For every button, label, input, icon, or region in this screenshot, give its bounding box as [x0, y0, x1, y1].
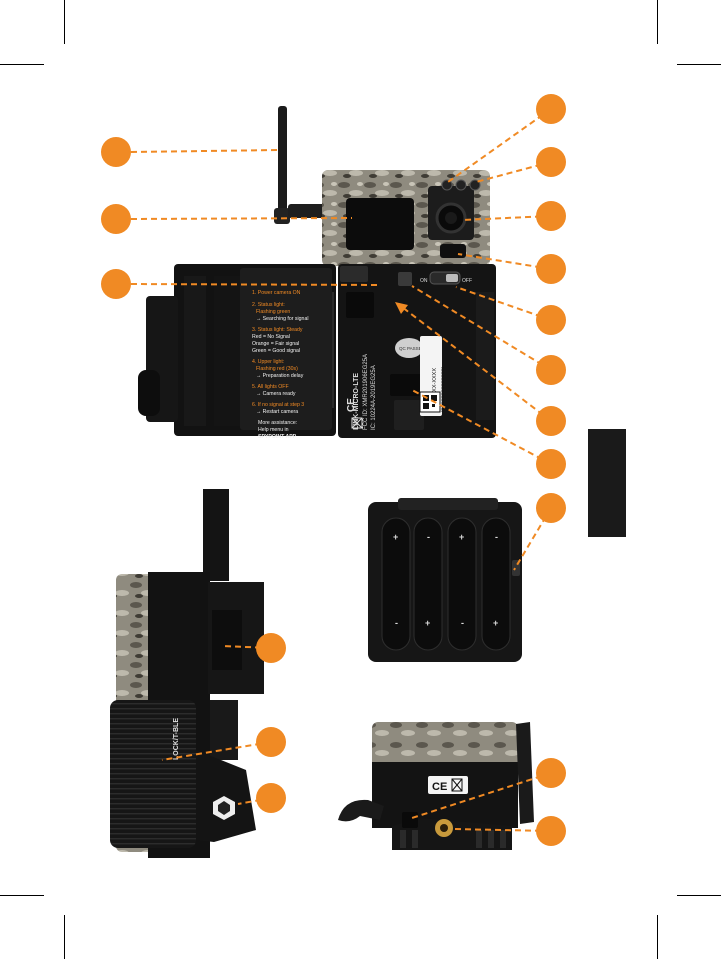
svg-text:CE: CE	[432, 781, 447, 793]
sim-slot	[346, 292, 374, 318]
svg-text:Flashing red (30s): Flashing red (30s)	[256, 366, 298, 372]
svg-text:LOCK/T-BLE: LOCK/T-BLE	[173, 718, 180, 760]
crop-mark	[677, 895, 721, 896]
svg-text:-: -	[427, 532, 430, 542]
svg-text:+: +	[393, 532, 398, 542]
callout-marker	[101, 137, 131, 167]
svg-text:Red = No Signal: Red = No Signal	[252, 334, 290, 340]
crop-mark	[657, 915, 658, 959]
side-grip	[110, 700, 196, 848]
callout-marker	[256, 783, 286, 813]
callout-marker	[536, 449, 566, 479]
svg-text:2. Status light:: 2. Status light:	[252, 302, 285, 308]
side-antenna	[203, 489, 229, 581]
callout-marker	[536, 758, 566, 788]
callout-marker	[256, 727, 286, 757]
callout-marker	[101, 204, 131, 234]
callout-marker	[536, 201, 566, 231]
callout-marker	[536, 305, 566, 335]
svg-text:4. Upper light:: 4. Upper light:	[252, 359, 284, 365]
svg-text:5. All lights OFF: 5. All lights OFF	[252, 384, 289, 390]
svg-text:ON: ON	[420, 278, 428, 284]
svg-text:Flashing green: Flashing green	[256, 309, 290, 315]
svg-text:-: -	[461, 618, 464, 628]
svg-text:CE: CE	[346, 398, 357, 412]
door-step-1: 1. Power camera ON	[252, 290, 301, 296]
svg-text:→ Restart camera: → Restart camera	[256, 409, 298, 415]
callout-marker	[256, 633, 286, 663]
svg-text:+: +	[493, 618, 498, 628]
callout-marker	[536, 406, 566, 436]
svg-text:+: +	[459, 532, 464, 542]
crop-mark	[0, 895, 44, 896]
antenna	[278, 106, 287, 218]
callout-marker	[101, 269, 131, 299]
camera-open-view: 1. Power camera ON 2. Status light: Flas…	[0, 0, 721, 470]
svg-text:More assistance:: More assistance:	[258, 420, 297, 426]
svg-text:FCC ID: XMR201906EG25A: FCC ID: XMR201906EG25A	[363, 354, 369, 430]
svg-text:OFF: OFF	[462, 278, 472, 284]
bottom-view: CE	[330, 715, 721, 855]
svg-text:SPYPOINT APP: SPYPOINT APP	[258, 434, 297, 440]
callout-marker	[536, 147, 566, 177]
solar-window	[346, 198, 414, 250]
crop-mark	[64, 915, 65, 959]
callout-marker	[536, 254, 566, 284]
side-view: LOCK/T-BLE	[0, 470, 340, 890]
svg-text:IC: 10224A-2019EG25A: IC: 10224A-2019EG25A	[371, 365, 377, 430]
svg-text:Green = Good signal: Green = Good signal	[252, 348, 300, 354]
callout-marker	[536, 355, 566, 385]
callout-marker	[536, 816, 566, 846]
battery-tray-view: + - - + + - - +	[340, 470, 721, 700]
status-led	[442, 180, 452, 190]
svg-text:→ Searching for signal: → Searching for signal	[256, 316, 308, 322]
svg-text:→ Preparation delay: → Preparation delay	[256, 373, 304, 379]
svg-text:+: +	[425, 618, 430, 628]
svg-text:-: -	[395, 618, 398, 628]
svg-text:→ Camera ready: → Camera ready	[256, 391, 296, 397]
svg-text:6. If no signal at step 3: 6. If no signal at step 3	[252, 402, 304, 408]
svg-text:-: -	[495, 532, 498, 542]
bottom-body	[372, 762, 518, 828]
svg-text:Help menu in: Help menu in	[258, 427, 289, 433]
svg-text:Orange = Fair signal: Orange = Fair signal	[252, 341, 299, 347]
callout-marker	[536, 493, 566, 523]
callout-marker	[536, 94, 566, 124]
svg-text:3. Status light: Steady: 3. Status light: Steady	[252, 327, 303, 333]
